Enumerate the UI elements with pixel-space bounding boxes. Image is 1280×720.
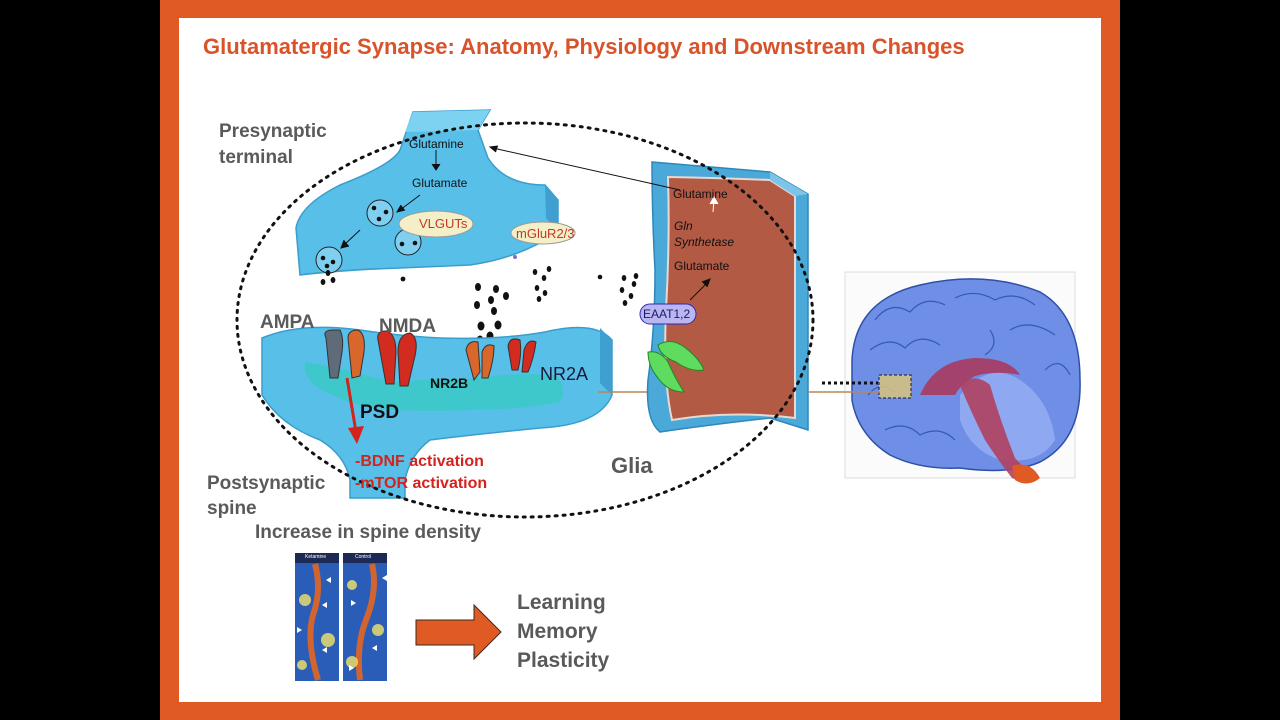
outcome-memory: Memory (517, 620, 598, 643)
eaat-transporter (639, 303, 697, 325)
synapse-dotted-outline (235, 121, 815, 519)
nmda-receptor (377, 330, 417, 387)
bdnf-label: -BDNF activation (355, 453, 484, 470)
nr2a-receptor (507, 338, 537, 373)
vesicle-3 (315, 246, 343, 274)
mglur-label: mGluR2/3 (516, 226, 575, 241)
eaat-label: EAAT1,2 (643, 307, 691, 321)
glutamate-particles (320, 266, 639, 348)
postsynaptic-label-line1: Postsynaptic (207, 473, 326, 494)
gln-label: Gln (674, 219, 693, 233)
glia-cell (646, 161, 809, 433)
micrograph-label-left: Ketamine (305, 554, 327, 560)
presynaptic-label-line1: Presynaptic (219, 121, 327, 142)
ampa-label: AMPA (260, 312, 315, 333)
outcome-plasticity: Plasticity (517, 649, 610, 672)
nmda-label: NMDA (379, 316, 436, 337)
glutamate-pre-label: Glutamate (412, 176, 468, 190)
glia-arrows (488, 145, 719, 301)
glia-label: Glia (611, 453, 653, 478)
brain-image (844, 271, 1081, 484)
signaling-arrow (345, 377, 364, 444)
nr2a-label: NR2A (540, 364, 589, 384)
mglur-receptor (510, 221, 576, 245)
glutamine-pre-label: Glutamine (409, 137, 464, 151)
spine-density-label: Increase in spine density (255, 522, 481, 543)
nr2b-receptor (465, 341, 495, 382)
mtor-label: -mTOR activation (355, 475, 488, 492)
spine-micrographs (295, 553, 387, 681)
slide-title: Glutamatergic Synapse: Anatomy, Physiolo… (203, 34, 965, 59)
glutamate-glia-label: Glutamate (674, 259, 730, 273)
psd-label: PSD (360, 402, 400, 423)
synthetase-label: Synthetase (674, 235, 735, 249)
psd-band (305, 362, 564, 411)
eaat-green-protein (647, 340, 705, 393)
nr2b-label: NR2B (430, 375, 469, 391)
outcome-learning: Learning (517, 591, 606, 614)
ampa-receptor (324, 329, 365, 379)
micrograph-label-right: Control (355, 554, 372, 560)
glutamine-glia-label: Glutamine (673, 187, 728, 201)
vesicle-1 (366, 199, 394, 227)
outcome-arrow (415, 603, 502, 661)
vlgut-transporter (398, 210, 474, 238)
brain-region-highlight (878, 374, 912, 399)
presynaptic-label-line2: terminal (219, 147, 293, 168)
postsynaptic-label-line2: spine (207, 498, 257, 519)
presynaptic-arrows (340, 150, 441, 249)
vlguts-label: VLGUTs (419, 216, 468, 231)
